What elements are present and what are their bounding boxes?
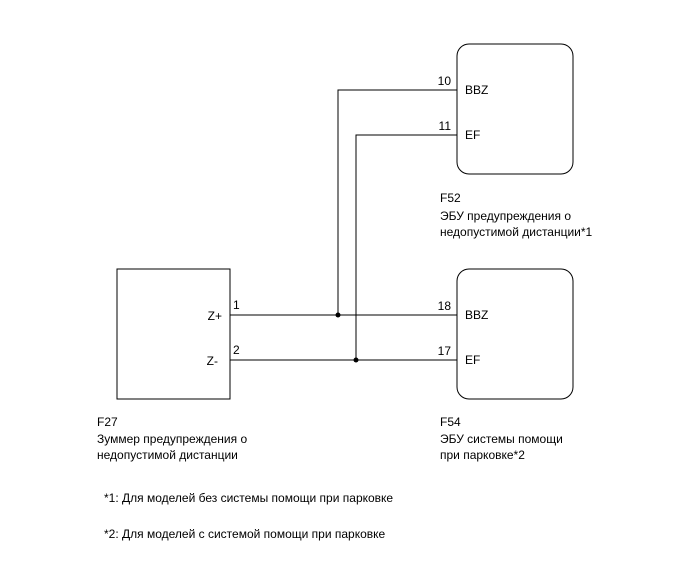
f54-ecu-box: [456, 268, 574, 400]
f52-pin-11-number: 11: [439, 119, 452, 133]
f54-pin-18-number: 18: [438, 299, 452, 313]
f54-pin-17-label: EF: [465, 353, 480, 367]
wire-branch-to-f52-bbz: [337, 89, 457, 315]
f52-pin-10-number: 10: [438, 74, 452, 88]
f54-pin-17-number: 17: [438, 344, 452, 358]
f54-name-line1: ЭБУ системы помощи: [440, 432, 563, 446]
f27-buzzer-box: [116, 268, 231, 400]
f52-pin-10-label: BBZ: [465, 83, 488, 97]
f27-pin-1-label: Z+: [208, 309, 222, 323]
splice-node-ef: [353, 357, 359, 363]
f27-code: F27: [97, 415, 118, 429]
f27-pin-2-number: 2: [233, 343, 240, 357]
f54-name-line2: при парковке*2: [440, 448, 525, 462]
f52-name-line1: ЭБУ предупреждения о: [440, 209, 571, 223]
footnote-1: *1: Для моделей без системы помощи при п…: [104, 491, 393, 505]
f52-code: F52: [440, 191, 461, 205]
f52-ecu-box: [456, 43, 574, 175]
splice-node-bbz: [335, 312, 341, 318]
f27-name-line1: Зуммер предупреждения о: [97, 432, 247, 446]
f54-code: F54: [440, 415, 461, 429]
wire-branch-to-f52-ef: [355, 134, 457, 360]
f27-pin-2-label: Z-: [207, 354, 218, 368]
f27-pin-1-number: 1: [233, 298, 240, 312]
f54-pin-18-label: BBZ: [465, 308, 488, 322]
f52-name-line2: недопустимой дистанции*1: [440, 225, 593, 239]
f27-name-line2: недопустимой дистанции: [97, 448, 238, 462]
footnote-2: *2: Для моделей с системой помощи при па…: [104, 527, 386, 541]
f52-pin-11-label: EF: [465, 128, 480, 142]
